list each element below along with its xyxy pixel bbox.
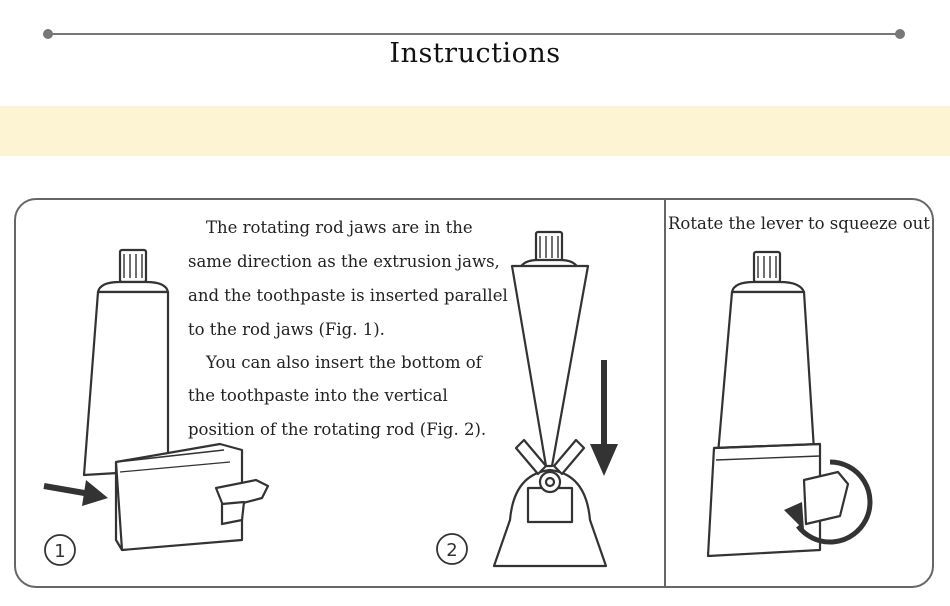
header-rule [43,29,905,39]
figure2-number: 2 [446,540,457,561]
squeezer-block-icon [706,442,822,558]
instruction-line-2: same direction as the extrusion jaws, [188,252,500,271]
insert-arrow-icon [43,480,108,506]
figure1-illustration: 1 [43,248,270,566]
figure1-number: 1 [54,541,65,562]
instruction-panel [14,198,934,588]
panel-divider [664,198,666,588]
instruction-line-7: position of the rotating rod (Fig. 2). [188,420,487,439]
rotate-arrow-icon [796,459,873,545]
page-title: Instructions [389,38,561,69]
instruction-line-3: and the toothpaste is inserted parallel [188,286,508,305]
lever-icon [802,470,850,526]
figure3-caption: Rotate the lever to squeeze out [668,214,930,233]
down-arrow-icon [590,360,618,476]
figure2-illustration: 2 [436,230,618,568]
figure3-illustration [706,250,873,558]
toothpaste-tube-icon [510,264,590,468]
instruction-line-1: The rotating rod jaws are in the [206,218,473,237]
instruction-line-5: You can also insert the bottom of [206,353,482,372]
instruction-line-4: to the rod jaws (Fig. 1). [188,320,385,339]
toothpaste-tube-icon [82,290,170,477]
figure1-number-badge [44,534,76,566]
toothpaste-tube-icon [716,290,816,456]
figure2-number-badge [436,533,468,565]
instruction-line-6: the toothpaste into the vertical [188,386,448,405]
highlight-band [0,106,950,156]
